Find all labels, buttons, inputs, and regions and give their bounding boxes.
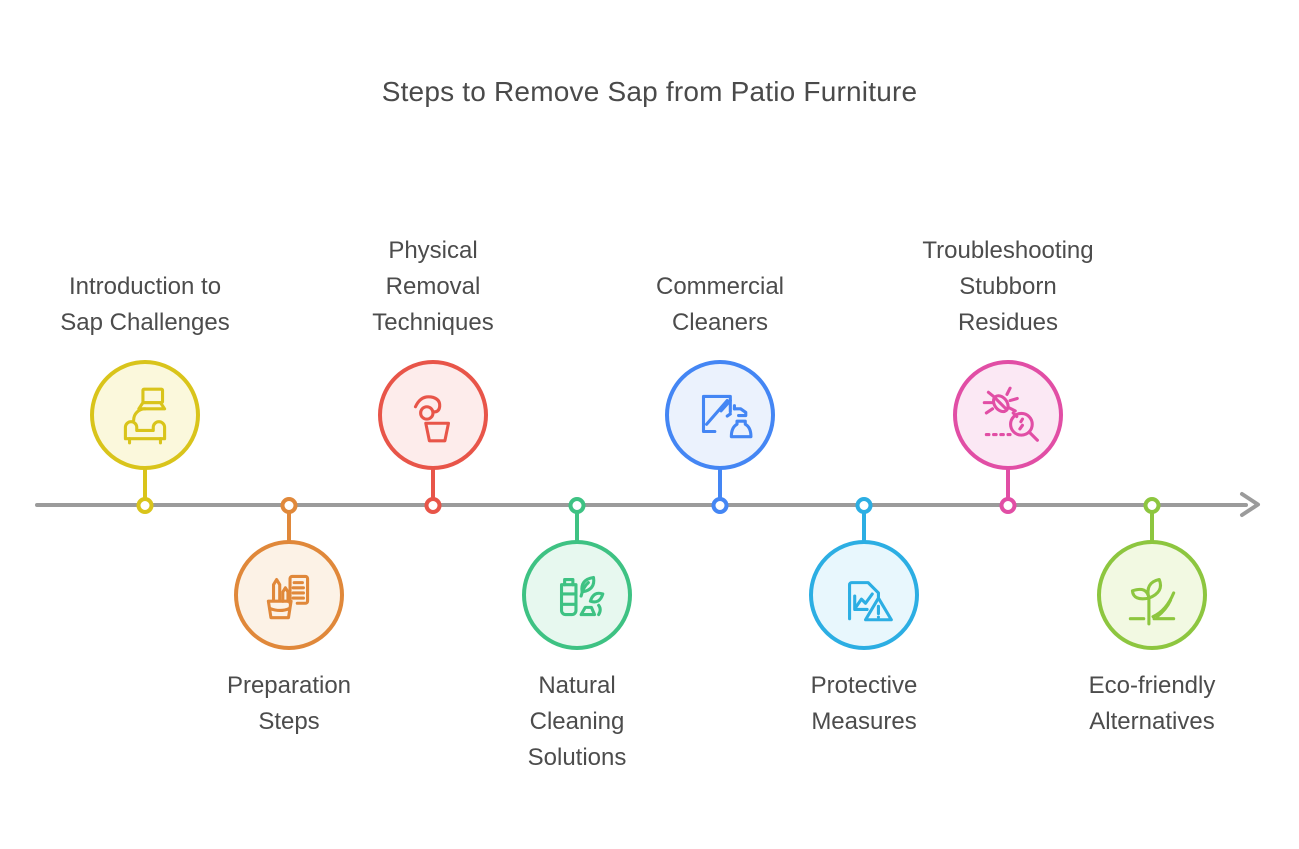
tools-document-icon [266,574,310,620]
connector-line [1150,512,1154,542]
timeline-line [35,503,1248,507]
connector-line [431,468,435,499]
window-spray-icon [701,394,753,439]
sofa-furniture-icon [123,387,167,445]
step-label: Natural Cleaning Solutions [527,672,627,771]
step-circle [378,360,488,470]
step-circle [1097,540,1207,650]
connector-line [718,468,722,499]
connector-line [1006,468,1010,499]
document-warning-icon [848,581,893,622]
step-label: Introduction to Sap Challenges [60,273,230,336]
diagram-title: Steps to Remove Sap from Patio Furniture [381,76,918,107]
hand-bucket-icon [413,395,451,443]
step-label: Preparation Steps [226,672,352,735]
connector-line [143,468,147,499]
step-circle [809,540,919,650]
step-circle [953,360,1063,470]
sprout-icon [1128,577,1176,626]
step-circle [90,360,200,470]
connector-line [575,512,579,542]
step-label: Physical Removal Techniques [372,237,494,336]
connector-line [287,512,291,542]
bug-magnifier-icon [982,386,1039,442]
step-circle [234,540,344,650]
step-circle [665,360,775,470]
bottle-leaves-icon [559,575,605,617]
step-label: Eco-friendly Alternatives [1088,672,1216,735]
step-circle [522,540,632,650]
step-label: Commercial Cleaners [655,273,784,336]
step-label: Troubleshooting Stubborn Residues [922,237,1094,336]
timeline-arrowhead-icon [1240,492,1260,517]
step-label: Protective Measures [810,672,918,735]
connector-line [862,512,866,542]
